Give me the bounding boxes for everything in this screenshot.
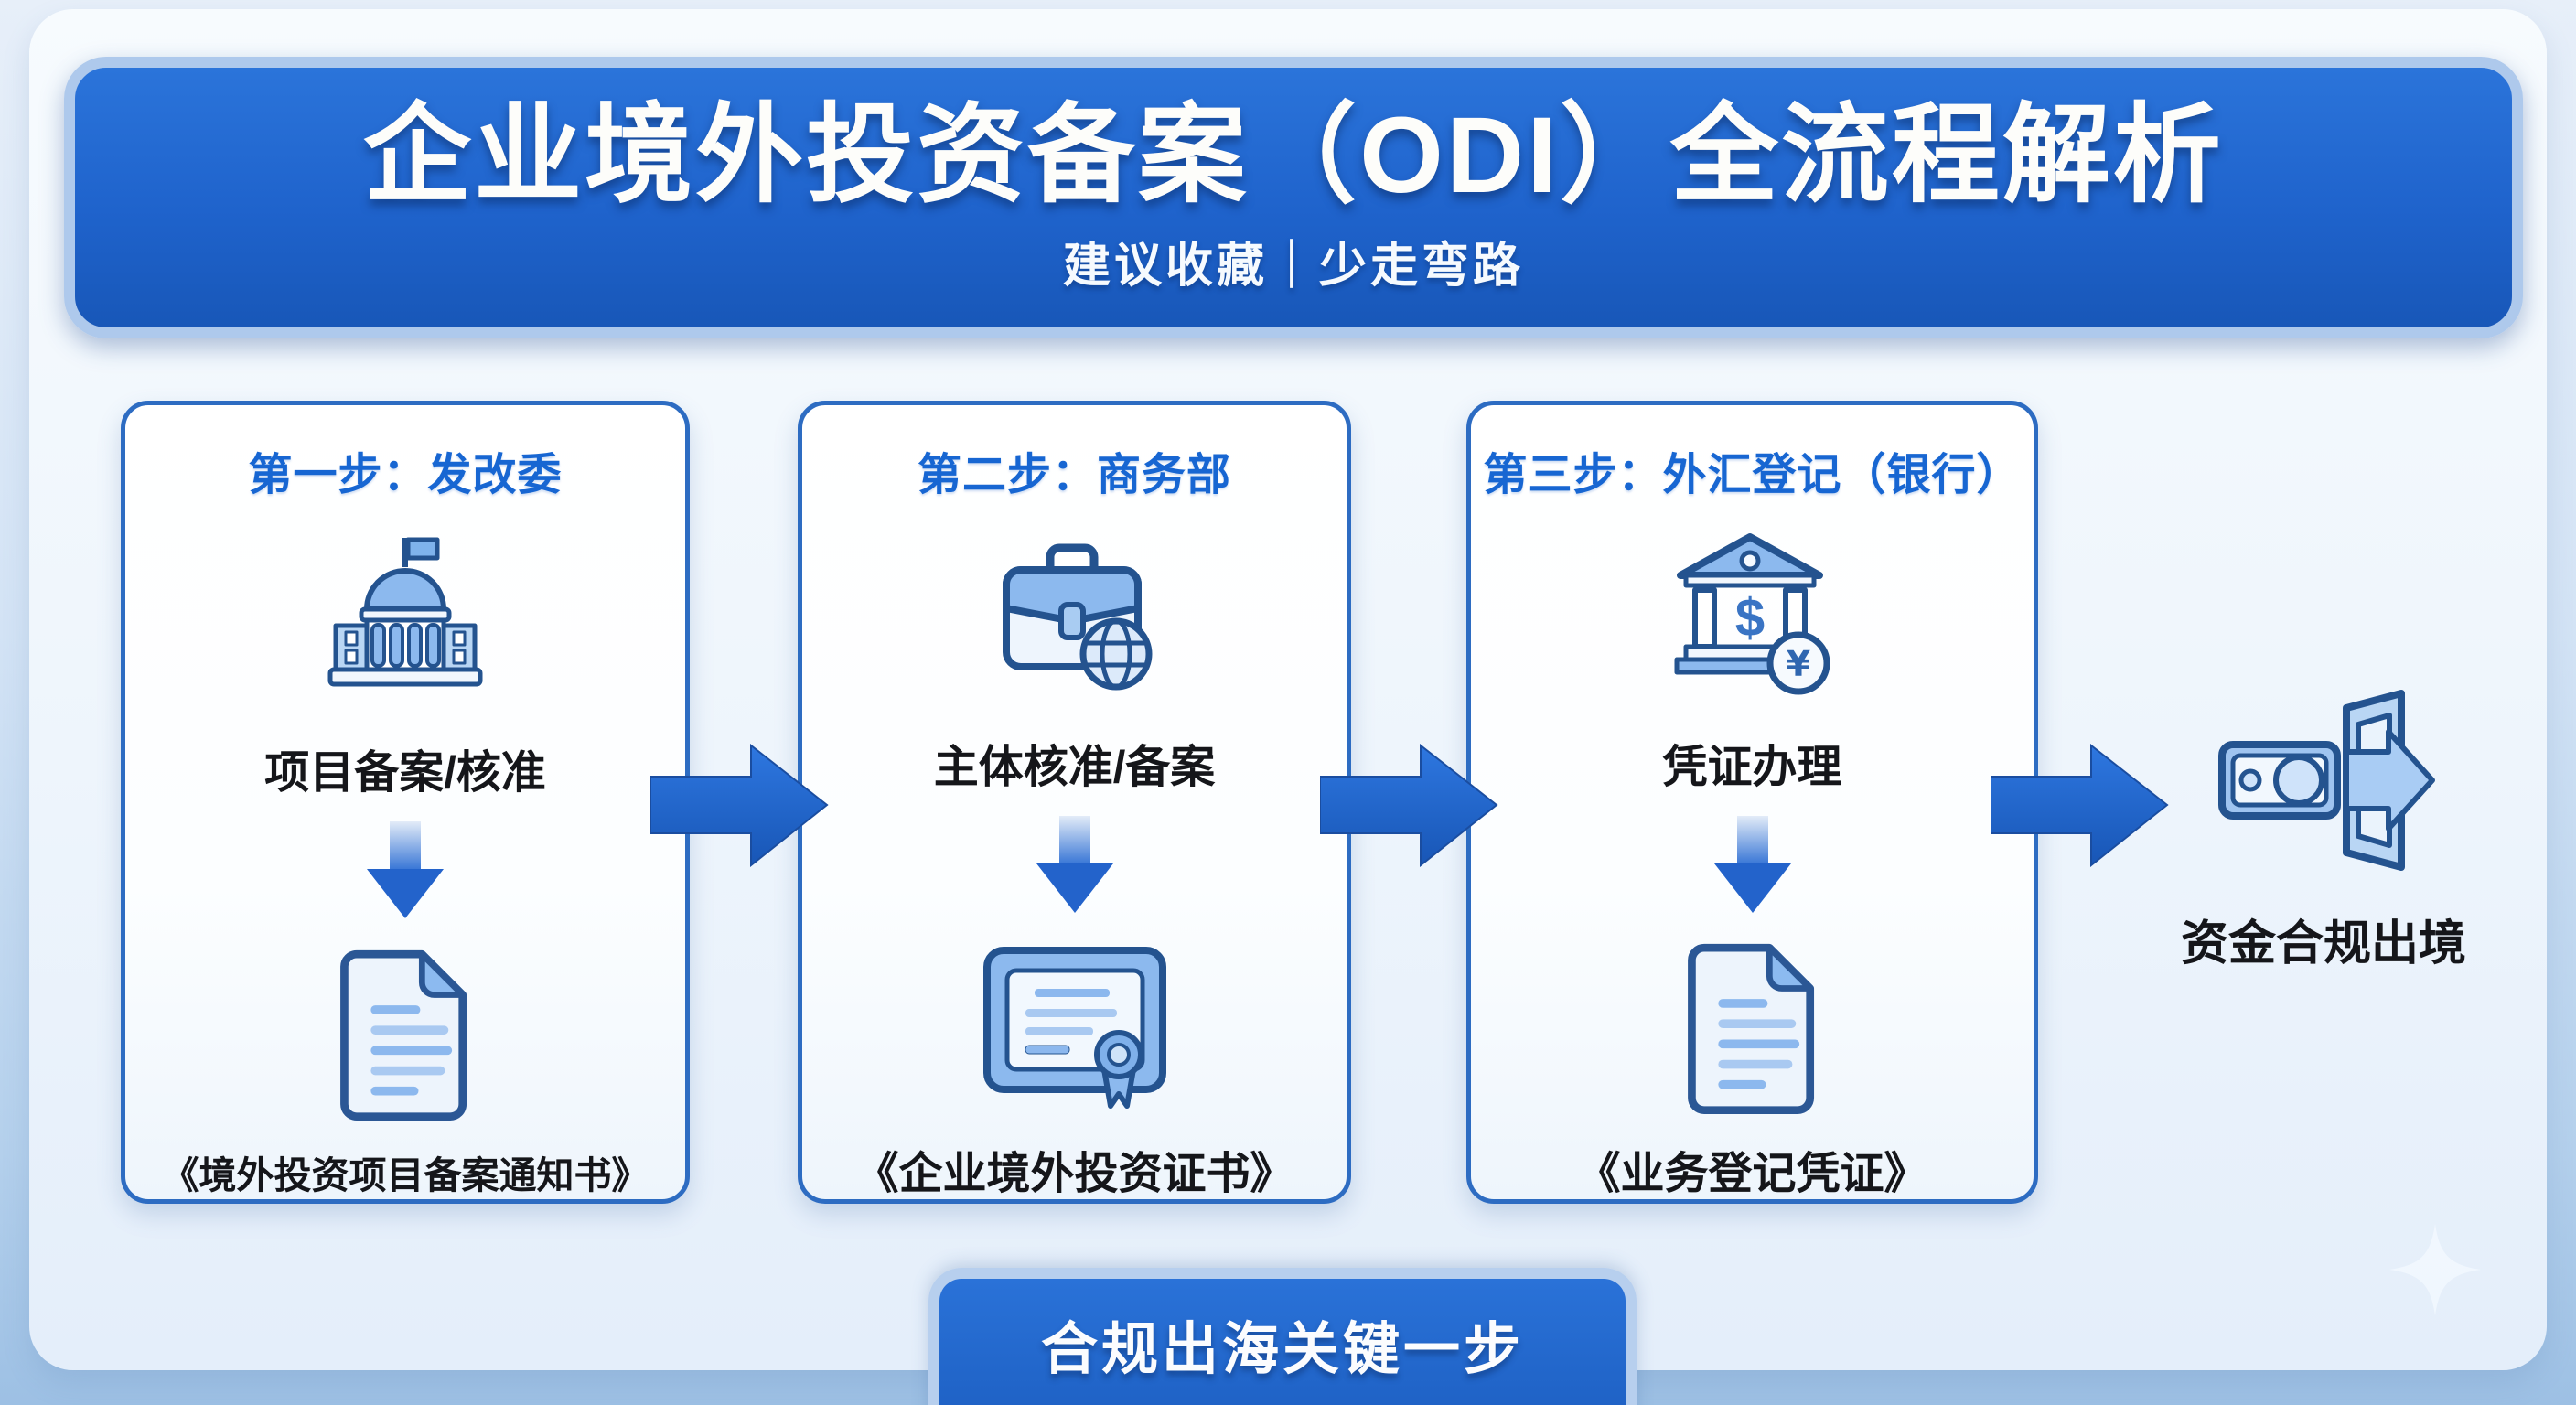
footer-banner: 合规出海关键一步 [928,1268,1637,1405]
footer-label: 合规出海关键一步 [1040,1318,1524,1381]
government-building-icon [314,526,497,714]
money-exit-door-icon [2209,688,2438,896]
step-1-title: 第一步：发改委 [248,451,563,499]
document-icon [330,943,480,1124]
svg-text:¥: ¥ [1787,644,1810,684]
step-card-1: 第一步：发改委 [121,401,690,1204]
sparkle-icon [2389,1224,2481,1315]
certificate-icon [978,938,1172,1117]
down-arrow-icon [365,821,445,925]
page-title: 企业境外投资备案（ODI）全流程解析 [363,94,2224,216]
step-card-2: 第二步：商务部 主体核准/备案 [798,401,1351,1204]
step-2-title: 第二步：商务部 [917,451,1231,499]
step-3-result-label: 《业务登记凭证》 [1576,1150,1928,1198]
page-subtitle: 建议收藏｜少走弯路 [1062,240,1524,294]
step-3-action-label: 凭证办理 [1662,743,1842,792]
outcome-label: 资金合规出境 [2180,917,2466,971]
flow-arrow-icon [1319,743,1498,872]
title-banner: 企业境外投资备案（ODI）全流程解析 建议收藏｜少走弯路 [64,57,2523,338]
down-arrow-icon [1712,816,1793,919]
down-arrow-icon [1035,816,1115,919]
step-2-action-label: 主体核准/备案 [933,743,1216,792]
step-2-result-label: 《企业境外投资证书》 [854,1150,1294,1198]
outcome-block: 资金合规出境 [2131,688,2516,973]
document-icon [1678,938,1828,1117]
step-3-title: 第三步：外汇登记（银行） [1483,451,2022,499]
svg-text:$: $ [1735,588,1765,648]
step-card-3: 第三步：外汇登记（银行） $ ¥ 凭证办理 [1466,401,2038,1204]
bank-dollar-yuan-icon: $ ¥ [1658,526,1846,709]
flow-arrow-icon [1990,743,2169,872]
step-1-result-label: 《境外投资项目备案通知书》 [161,1154,649,1196]
briefcase-globe-icon [981,526,1168,709]
flow-arrow-icon [649,743,829,872]
step-1-action-label: 项目备案/核准 [264,748,546,798]
